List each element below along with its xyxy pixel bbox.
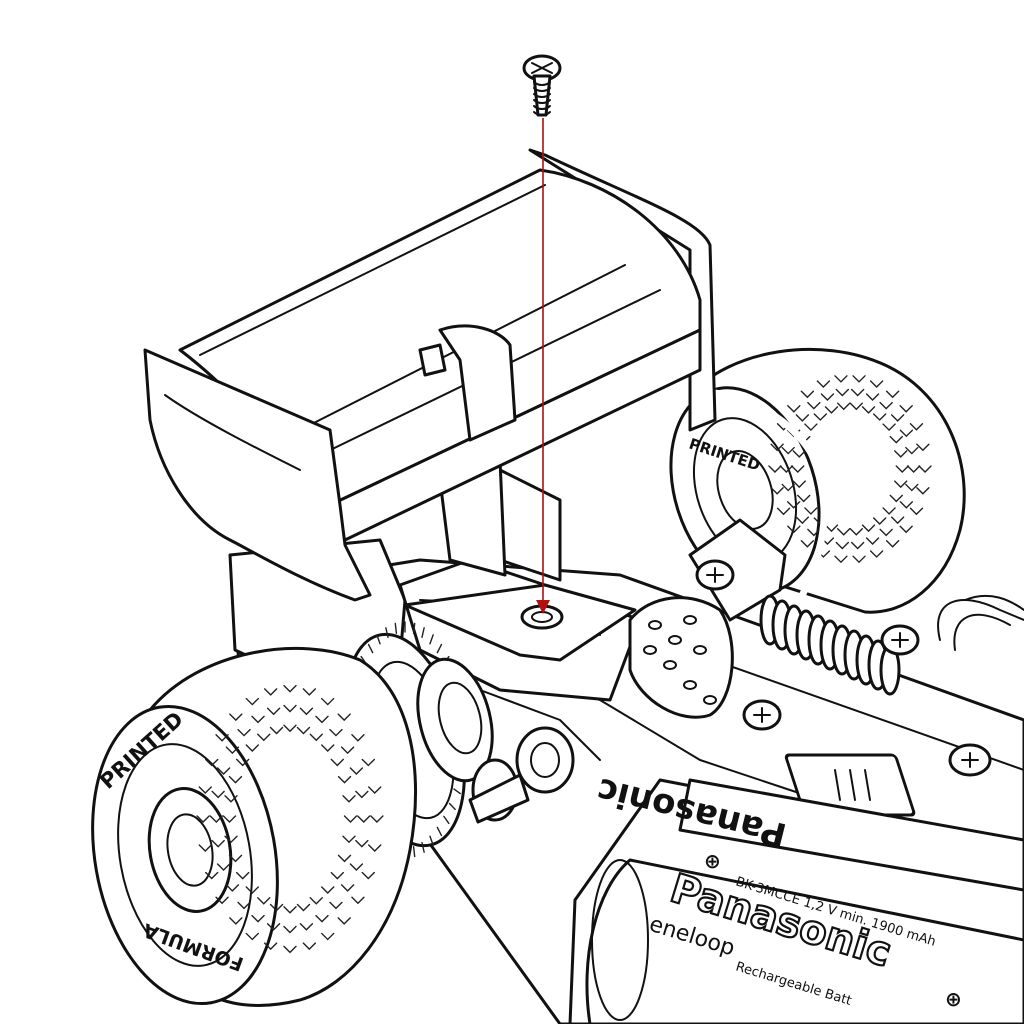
roll-bar bbox=[599, 387, 828, 604]
damper-assembly bbox=[628, 518, 1024, 777]
battery-plus-icon-2: ⊕ bbox=[945, 987, 962, 1011]
screw-icon bbox=[522, 54, 562, 117]
wing-mount-plate bbox=[403, 583, 637, 662]
damper-spring bbox=[759, 594, 901, 696]
rear-wing bbox=[143, 148, 717, 602]
battery-pack: Panasonic ⊕ ⊕ BK-3MCCE 1,2 V min. 1900 m… bbox=[568, 769, 1024, 1024]
assembly-guide bbox=[536, 118, 550, 614]
guide-arrow bbox=[536, 600, 550, 614]
battery-plus-icon: ⊕ bbox=[704, 849, 721, 873]
rear-axle bbox=[468, 726, 575, 824]
left-rear-tire: PRINTED FORMULA bbox=[91, 646, 418, 1007]
